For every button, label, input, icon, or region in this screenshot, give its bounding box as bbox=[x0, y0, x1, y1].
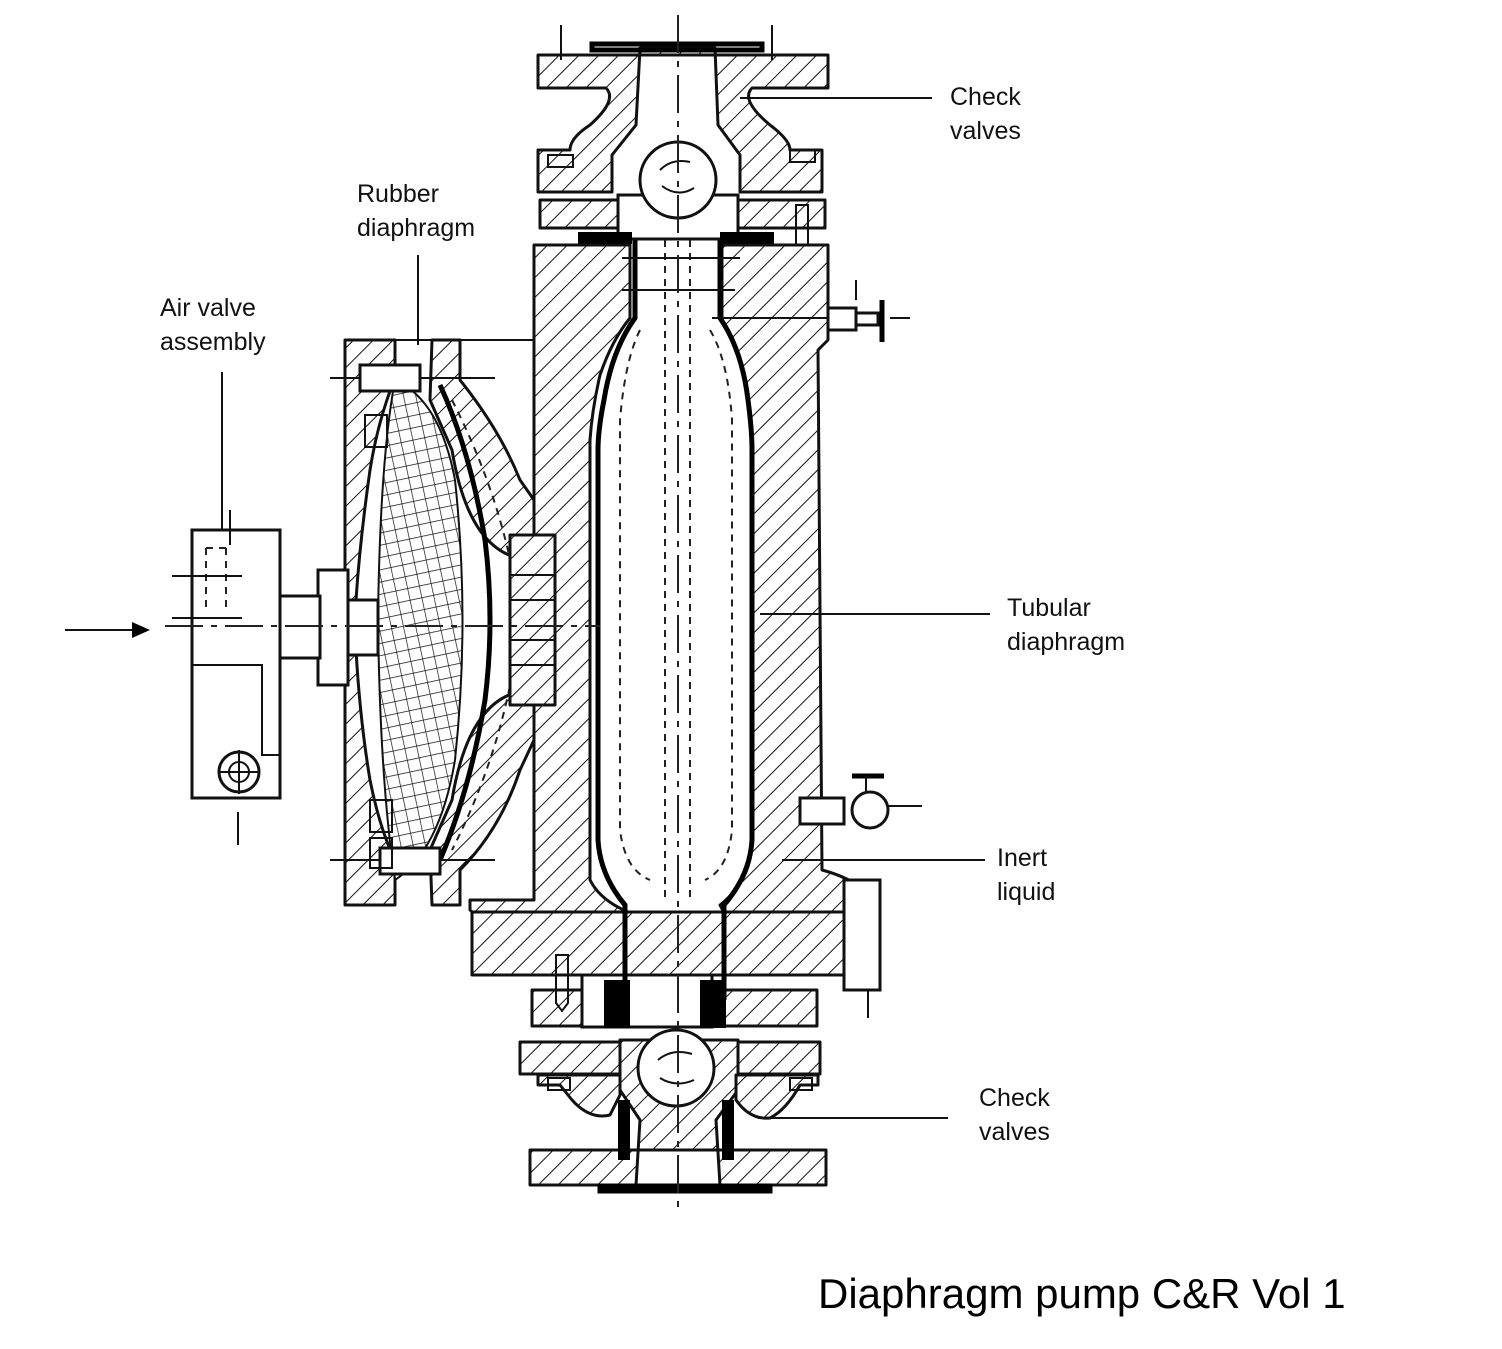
label-check-valves-top: Check valves bbox=[950, 83, 1028, 145]
air-chamber bbox=[316, 338, 557, 907]
air-valve-assembly bbox=[165, 510, 600, 845]
label-inert-liquid: Inert liquid bbox=[997, 844, 1055, 906]
lower-side-valve bbox=[798, 773, 922, 830]
figure-caption: Diaphragm pump C&R Vol 1 bbox=[818, 1270, 1346, 1317]
leader-lines bbox=[221, 97, 990, 1119]
air-inlet-arrow bbox=[65, 622, 150, 638]
label-check-valves-bottom: Check valves bbox=[979, 1084, 1057, 1146]
tubular-diaphragm bbox=[595, 240, 755, 1000]
top-check-valve bbox=[536, 25, 830, 267]
label-tubular-diaphragm: Tubular diaphragm bbox=[1007, 594, 1125, 656]
upper-side-valve bbox=[712, 280, 910, 342]
label-air-valve-assembly: Air valve assembly bbox=[160, 294, 266, 356]
label-rubber-diaphragm: Rubber diaphragm bbox=[357, 180, 475, 242]
bottom-check-ball bbox=[636, 1028, 716, 1108]
